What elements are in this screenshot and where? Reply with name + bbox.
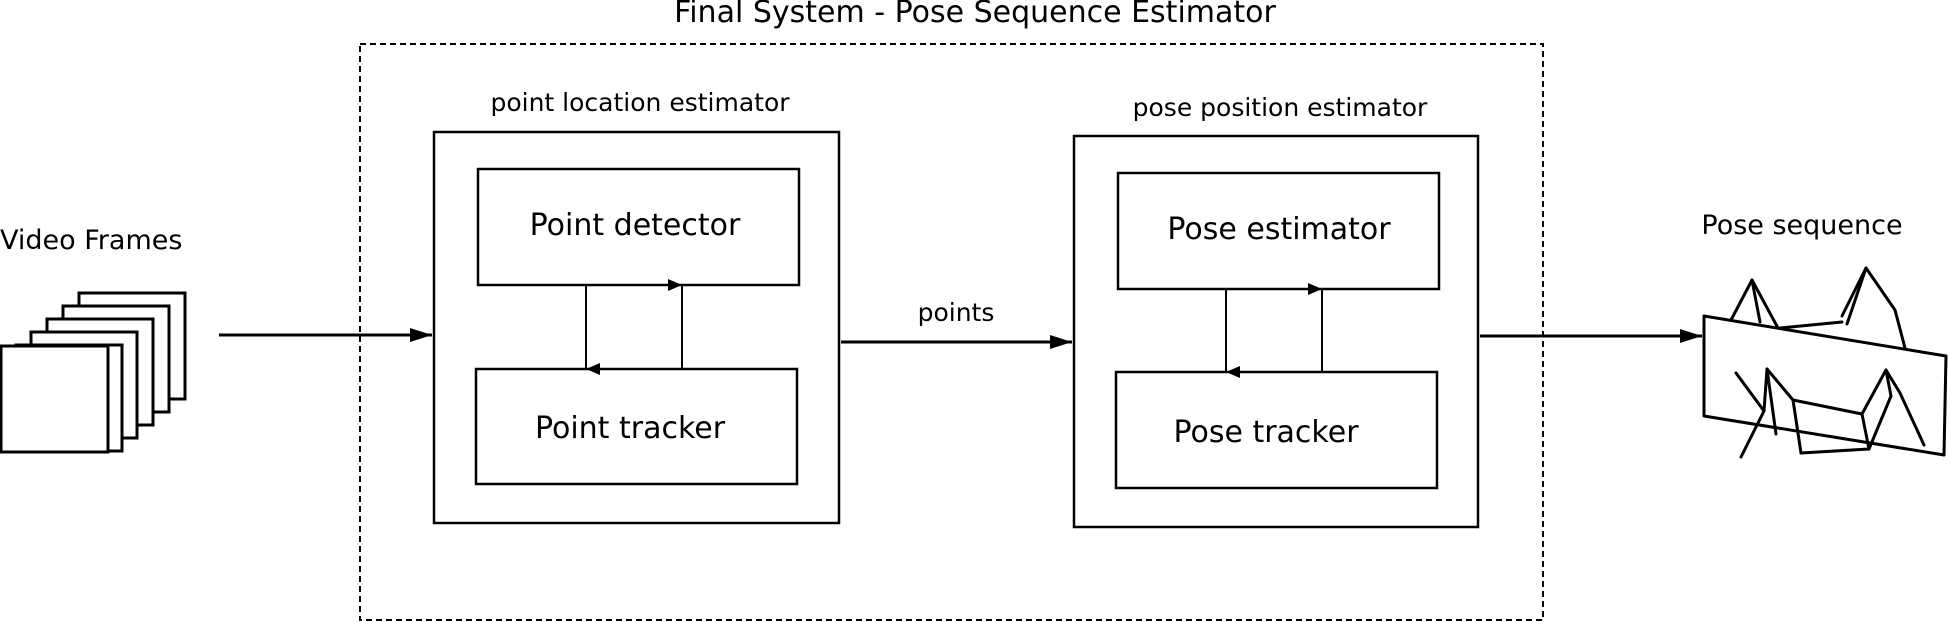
point-detector-label: Point detector xyxy=(530,208,741,243)
pose-position-estimator-label: pose position estimator xyxy=(1133,93,1428,122)
output-label: Pose sequence xyxy=(1701,210,1902,241)
pose-estimator-box xyxy=(1116,171,1441,291)
input-label: Video Frames xyxy=(0,225,182,256)
pose-tracker-label: Pose tracker xyxy=(1173,415,1359,450)
pose-position-estimator-box xyxy=(1072,134,1480,529)
diagram-title: Final System - Pose Sequence Estimator xyxy=(674,0,1276,30)
pose-tracker-box xyxy=(1114,370,1439,490)
video-frames-stack-icon xyxy=(0,291,187,454)
pose-estimator-label: Pose estimator xyxy=(1167,212,1391,247)
points-edge-label: points xyxy=(918,298,995,327)
point-detector-box xyxy=(476,167,801,287)
system-boundary xyxy=(359,43,1544,621)
point-tracker-label: Point tracker xyxy=(535,411,726,446)
pose-sequence-icon xyxy=(1702,266,1948,459)
point-tracker-box xyxy=(474,367,799,486)
point-location-estimator-label: point location estimator xyxy=(490,88,790,117)
point-location-estimator-box xyxy=(432,130,841,525)
